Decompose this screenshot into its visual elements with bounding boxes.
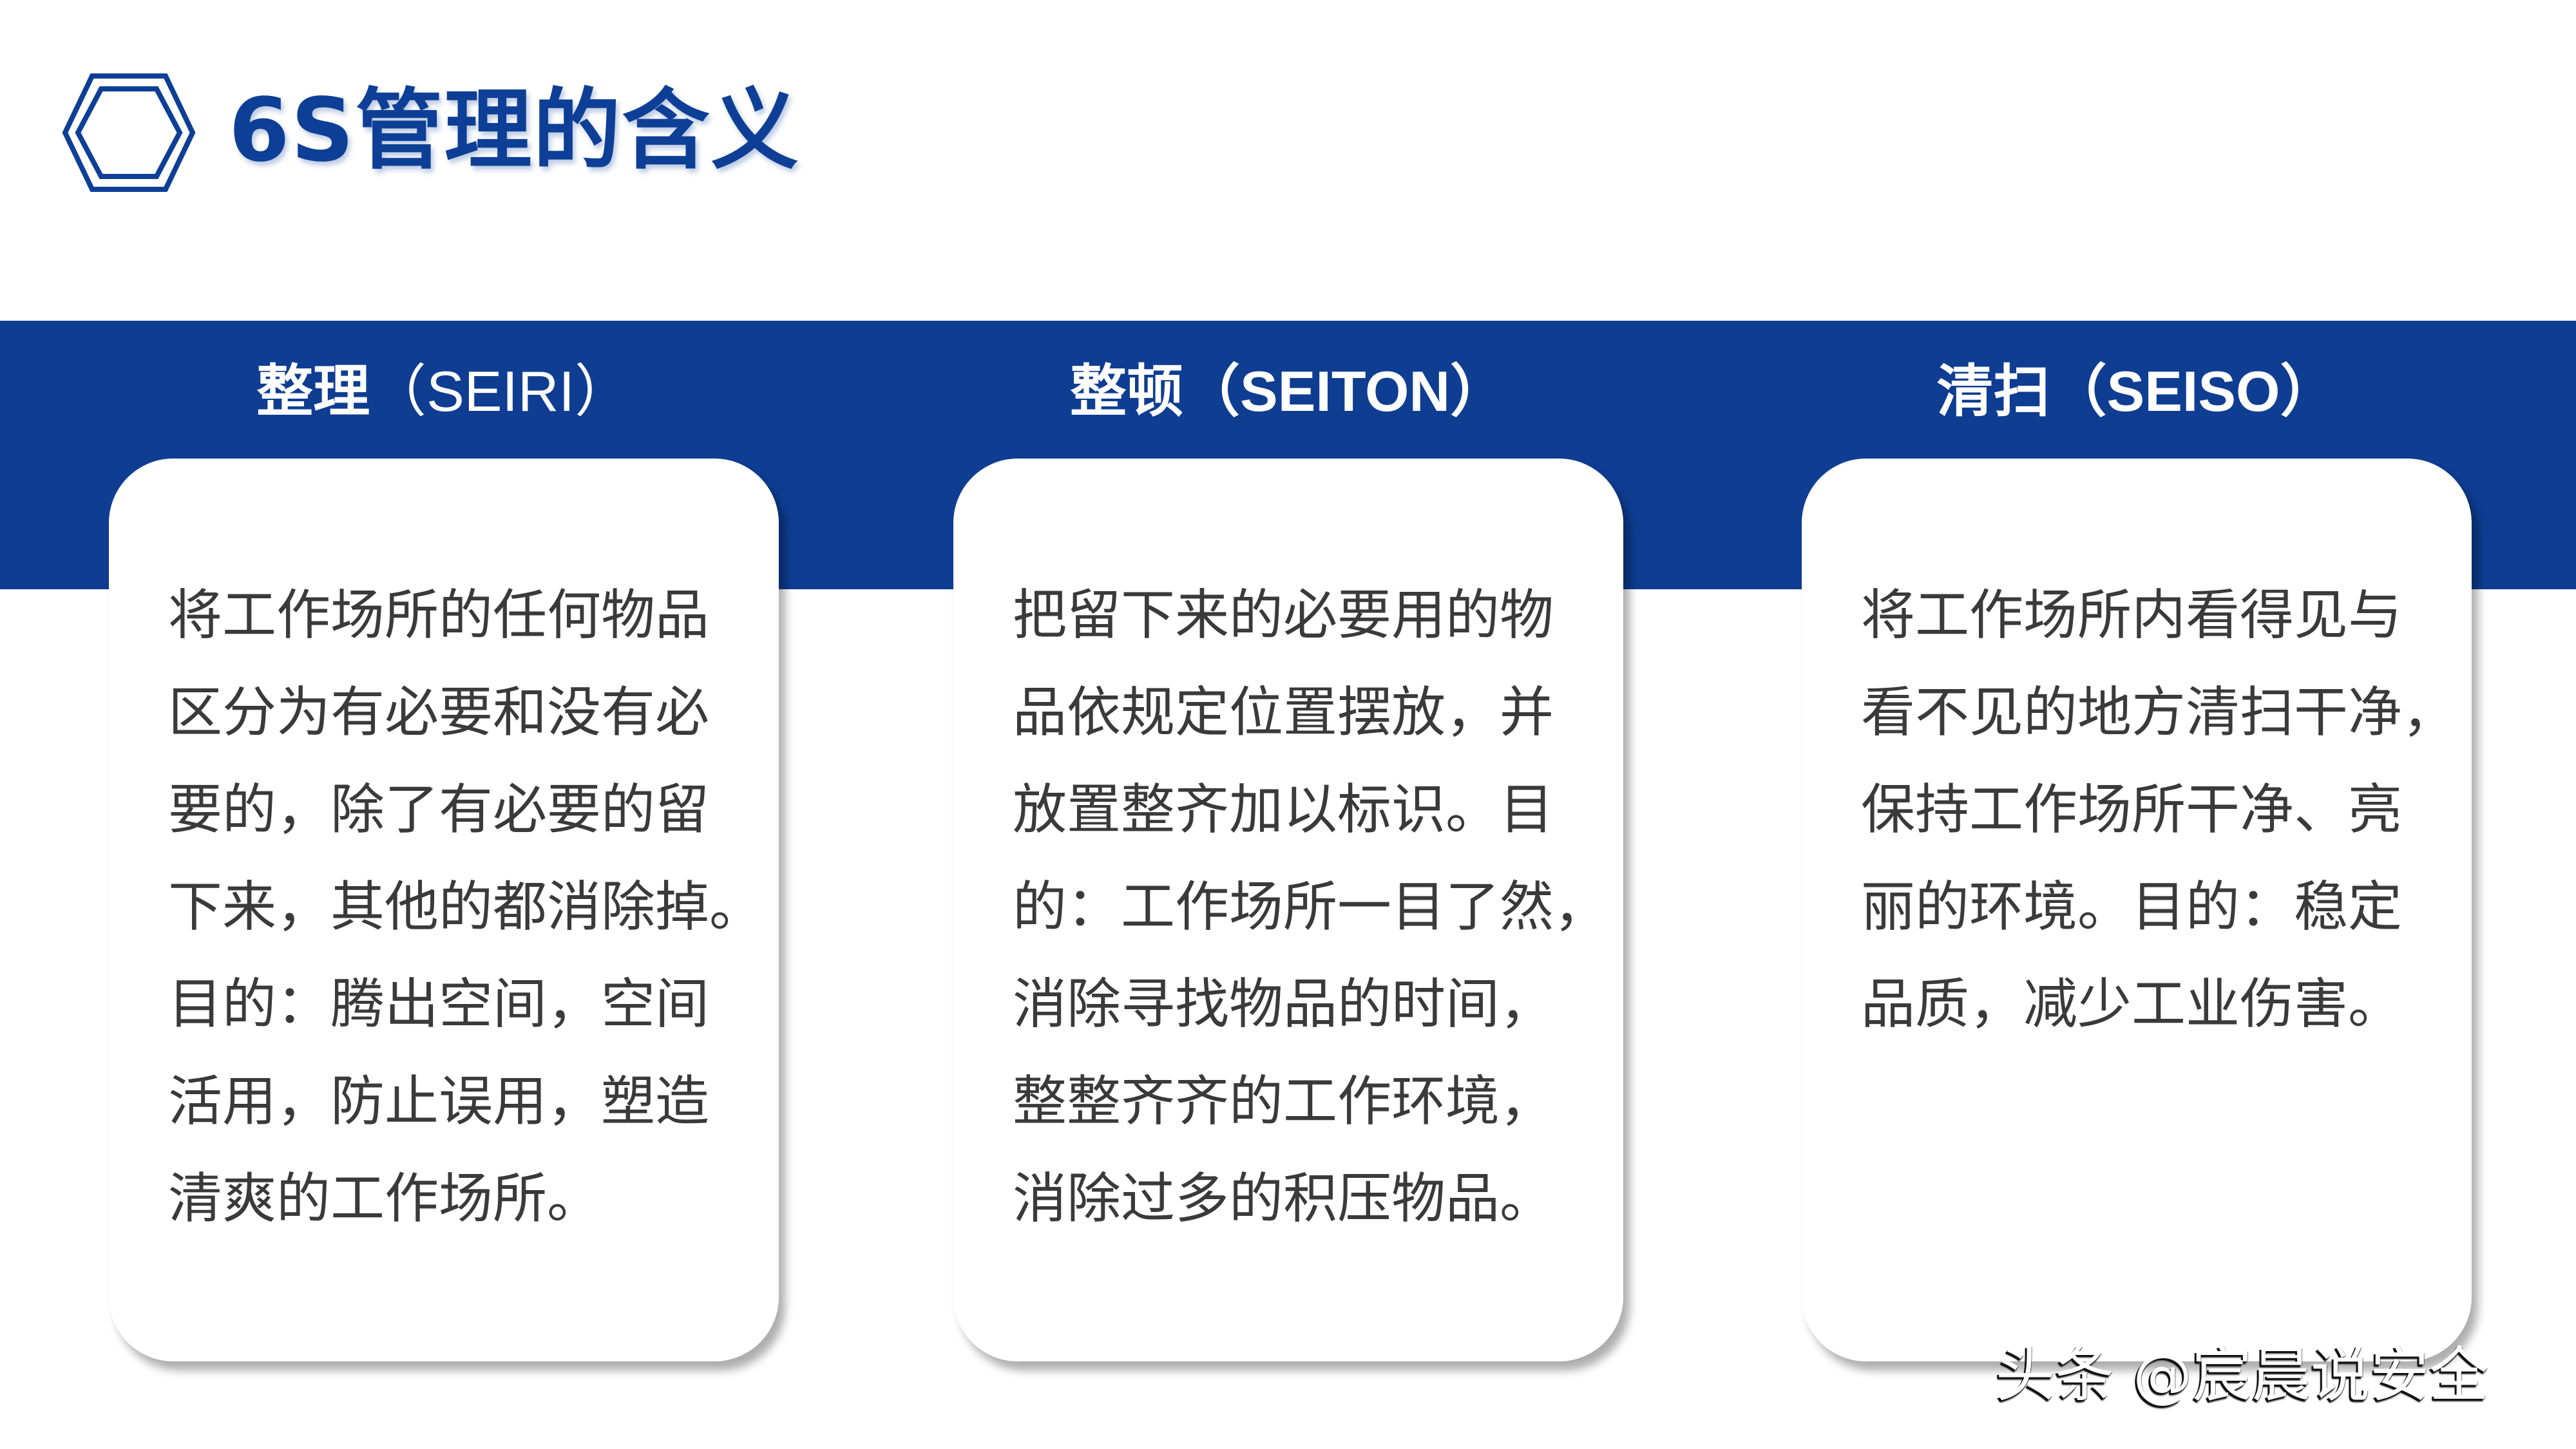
card-line: 整整齐齐的工作环境， (1013, 1070, 1554, 1133)
column-heading-seiri: 整理（SEIRI） (109, 353, 779, 430)
card-line: 消除过多的积压物品。 (1013, 1167, 1554, 1230)
column-heading-seiso: 清扫（SEISO） (1802, 353, 2472, 430)
card-seiso: 将工作场所内看得见与 看不见的地方清扫干净， 保持工作场所干净、亮 丽的环境。目… (1802, 459, 2472, 1361)
card-seiri: 将工作场所的任何物品 区分为有必要和没有必 要的，除了有必要的留 下来，其他的都… (109, 459, 779, 1361)
card-line: 下来，其他的都消除掉。 (168, 875, 764, 938)
heading-cn: 清扫 (1936, 358, 2050, 424)
card-line: 清爽的工作场所。 (168, 1167, 602, 1230)
heading-en: （SEIRI） (370, 359, 631, 423)
card-line: 要的，除了有必要的留 (168, 778, 710, 841)
card-line: 看不见的地方清扫干净， (1861, 681, 2457, 744)
card-body: 将工作场所内看得见与 看不见的地方清扫干净， 保持工作场所干净、亮 丽的环境。目… (1861, 567, 2457, 1053)
card-line: 目的：腾出空间，空间 (168, 972, 710, 1036)
card-line: 的：工作场所一目了然， (1013, 875, 1608, 938)
watermark: 头条 @宸晨说安全 (1996, 1341, 2489, 1410)
card-line: 品质，减少工业伤害。 (1861, 972, 2403, 1036)
column-heading-seiton: 整顿（SEITON） (953, 353, 1623, 430)
card-line: 丽的环境。目的：稳定 (1861, 875, 2403, 938)
card-line: 把留下来的必要用的物 (1013, 583, 1554, 647)
page-title: 6S管理的含义 (229, 80, 800, 182)
card-line: 品依规定位置摆放，并 (1013, 681, 1554, 744)
card-line: 将工作场所内看得见与 (1861, 583, 2403, 647)
card-body: 把留下来的必要用的物 品依规定位置摆放，并 放置整齐加以标识。目 的：工作场所一… (1013, 567, 1608, 1247)
heading-en: （SEISO） (2050, 359, 2337, 423)
heading-en: （SEITON） (1183, 359, 1507, 423)
card-line: 消除寻找物品的时间， (1013, 972, 1554, 1036)
card-seiton: 把留下来的必要用的物 品依规定位置摆放，并 放置整齐加以标识。目 的：工作场所一… (953, 459, 1623, 1361)
card-line: 区分为有必要和没有必 (168, 681, 710, 744)
hexagon-icon (62, 73, 196, 192)
card-line: 活用，防止误用，塑造 (168, 1070, 710, 1133)
card-body: 将工作场所的任何物品 区分为有必要和没有必 要的，除了有必要的留 下来，其他的都… (168, 567, 764, 1247)
heading-cn: 整顿 (1069, 358, 1183, 424)
card-line: 保持工作场所干净、亮 (1861, 778, 2403, 841)
card-line: 将工作场所的任何物品 (168, 583, 710, 647)
card-line: 放置整齐加以标识。目 (1013, 778, 1554, 841)
heading-cn: 整理 (256, 358, 370, 424)
